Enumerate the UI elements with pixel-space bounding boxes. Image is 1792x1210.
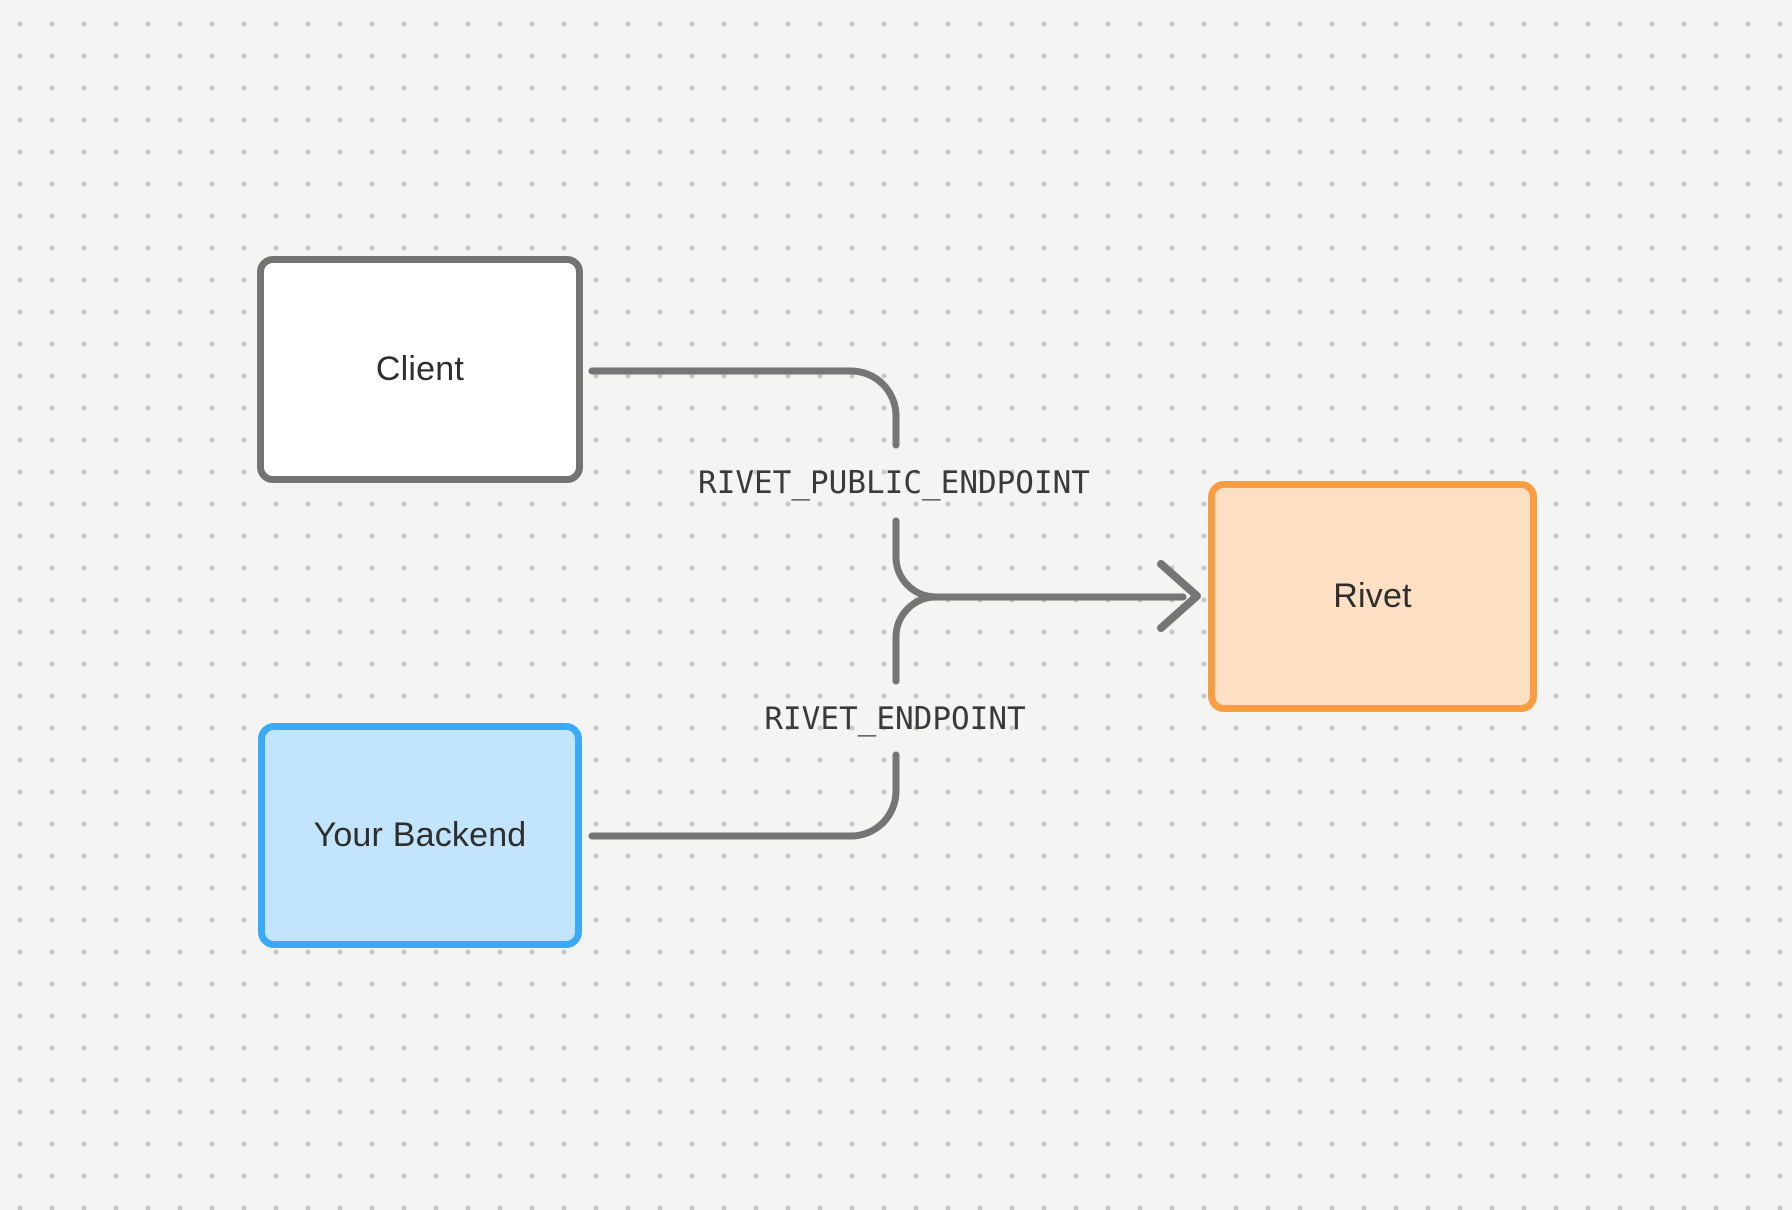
node-client-label: Client (375, 350, 465, 388)
edge-backend-segment (588, 751, 900, 840)
arrowhead-icon (1157, 560, 1201, 632)
node-your-backend-label: Your Backend (313, 816, 527, 854)
node-rivet-label: Rivet (1333, 577, 1412, 615)
node-rivet: Rivet (1208, 481, 1537, 712)
edge-client-merge-segment (892, 517, 940, 601)
edge-label-rivet-public-endpoint: RIVET_PUBLIC_ENDPOINT (698, 465, 1090, 501)
node-client: Client (257, 256, 583, 483)
edge-client-segment (588, 367, 900, 449)
edge-backend-merge-segment (892, 593, 940, 685)
node-your-backend: Your Backend (258, 723, 582, 948)
edge-label-rivet-endpoint: RIVET_ENDPOINT (764, 701, 1026, 737)
